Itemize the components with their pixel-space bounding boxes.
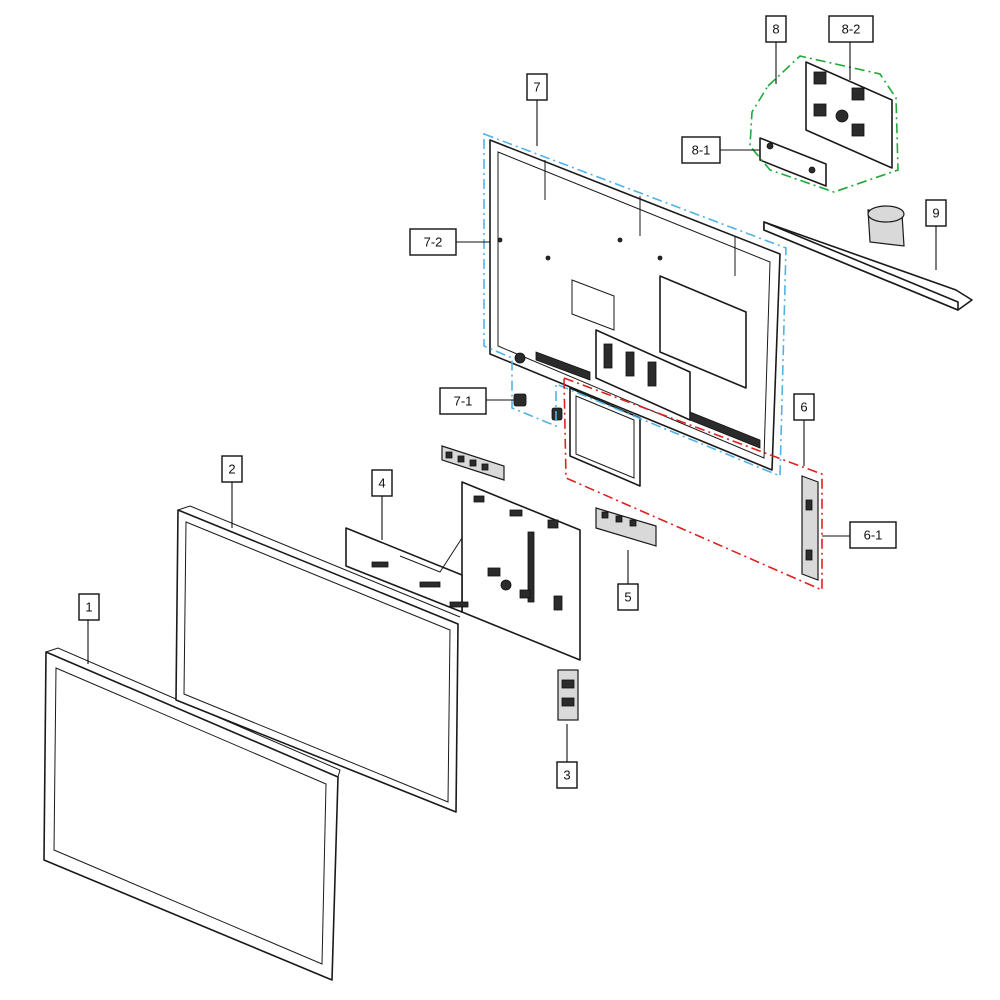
callout-7-2: 7-2	[409, 228, 457, 256]
callout-8: 8	[765, 15, 787, 43]
part-8-2-stand-neck	[805, 61, 893, 169]
callout-8-2: 8-2	[828, 15, 874, 43]
svg-text:9: 9	[932, 206, 939, 221]
part-1-front-bezel	[43, 647, 341, 981]
part-7-1-clip	[513, 393, 563, 421]
svg-text:8: 8	[772, 22, 779, 37]
part-7-rear-cover	[489, 139, 781, 471]
callout-1: 1	[78, 593, 100, 621]
part-2-lcd-panel	[175, 505, 461, 813]
svg-text:8-1: 8-1	[692, 143, 711, 158]
callout-6: 6	[793, 393, 815, 421]
group-8-outline	[749, 55, 899, 193]
part-5-small-board	[595, 507, 657, 547]
group-6-outline	[563, 376, 823, 592]
svg-text:8-2: 8-2	[842, 22, 861, 37]
callout-9: 9	[925, 199, 947, 227]
svg-text:5: 5	[624, 590, 631, 605]
part-8-1-stand-bracket	[759, 137, 827, 187]
callout-4: 4	[371, 469, 393, 497]
callout-6-1: 6-1	[849, 521, 897, 549]
part-9-stand-base	[763, 205, 973, 311]
callout-2: 2	[221, 455, 243, 483]
svg-text:2: 2	[228, 462, 235, 477]
callout-5: 5	[617, 583, 639, 611]
part-6-power-board	[569, 387, 641, 487]
part-3-connector	[557, 669, 579, 721]
svg-text:6: 6	[800, 400, 807, 415]
svg-text:3: 3	[563, 768, 570, 783]
leader-lines	[87, 38, 937, 762]
svg-text:7: 7	[533, 80, 540, 95]
svg-text:1: 1	[85, 600, 92, 615]
callout-7-1: 7-1	[439, 387, 487, 415]
callout-8-1: 8-1	[681, 136, 721, 164]
part-6-1-bracket	[801, 475, 819, 581]
callout-7: 7	[526, 73, 548, 101]
svg-text:6-1: 6-1	[864, 528, 883, 543]
callout-3: 3	[556, 761, 578, 789]
connector-top	[441, 445, 505, 481]
svg-text:7-2: 7-2	[424, 235, 443, 250]
svg-text:7-1: 7-1	[454, 394, 473, 409]
group-7-outline	[483, 132, 787, 478]
svg-text:4: 4	[378, 476, 385, 491]
part-4-main-board	[345, 481, 581, 661]
